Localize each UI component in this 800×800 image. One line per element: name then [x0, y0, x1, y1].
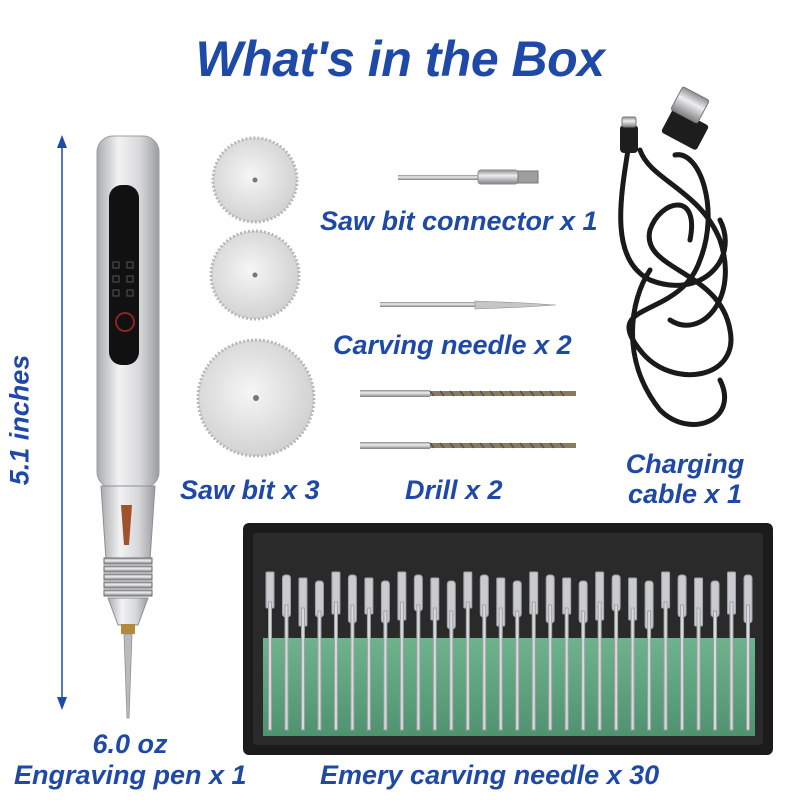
emery-needle-shaft [630, 607, 635, 731]
emery-needle-shaft [531, 601, 536, 731]
emery-needle-shaft [597, 601, 602, 731]
drill-bits [360, 390, 576, 449]
carving-needle [380, 300, 557, 310]
engraving-pen-label: Engraving pen x 1 [14, 760, 247, 790]
emery-needle-shaft [498, 607, 503, 731]
emery-needle-shaft [614, 604, 619, 731]
emery-needle-shaft [416, 604, 421, 731]
emery-needle-shaft [449, 610, 454, 731]
emery-needle-shaft [350, 604, 355, 731]
emery-needle-tray [243, 523, 773, 755]
saw-bit-connector-label: Saw bit connector x 1 [320, 206, 598, 236]
emery-needle-shaft [366, 607, 371, 731]
charging-cable-label: Charging cable x 1 [600, 449, 770, 509]
emery-needle-shaft [746, 604, 750, 731]
emery-needle-shaft [713, 610, 718, 731]
emery-needle-label: Emery carving needle x 30 [320, 760, 660, 790]
emery-needle-shaft [465, 601, 470, 731]
emery-needle-shaft [399, 601, 404, 731]
emery-needle-shaft [268, 601, 272, 731]
emery-needle-shaft [564, 607, 569, 731]
emery-needle-shaft [581, 610, 586, 731]
emery-needle-shaft [680, 604, 685, 731]
charging-cable-label-line1: Charging [625, 449, 745, 479]
emery-needle-shaft [317, 610, 322, 731]
emery-needle-shaft [729, 601, 734, 731]
saw-bit-label: Saw bit x 3 [180, 475, 320, 505]
charging-cable [618, 147, 734, 427]
usb-plugs [620, 86, 710, 153]
emery-needle-shaft [663, 601, 668, 731]
emery-needle-shaft [548, 604, 553, 731]
page-title: What's in the Box [195, 31, 605, 87]
emery-needle-shaft [515, 610, 520, 731]
drill-label: Drill x 2 [405, 475, 503, 505]
emery-needle-shaft [333, 601, 338, 731]
emery-needle-shaft [482, 604, 487, 731]
engraving-pen [96, 135, 160, 719]
emery-needle-shaft [300, 607, 305, 731]
emery-needle-shaft [383, 610, 388, 731]
length-label-wrapper: 5.1 inches [5, 289, 36, 486]
emery-needle-shaft [432, 607, 437, 731]
saw-bits [196, 136, 316, 458]
emery-needle-shaft [696, 607, 701, 731]
emery-needle-shaft [647, 610, 652, 731]
saw-bit-connector [398, 169, 539, 185]
emery-needle-shaft [284, 604, 289, 731]
weight-label: 6.0 oz [92, 729, 168, 759]
charging-cable-label-line2: cable x 1 [627, 478, 743, 509]
length-dimension-arrow [57, 135, 67, 710]
length-label: 5.1 inches [4, 354, 35, 486]
carving-needle-label: Carving needle x 2 [333, 330, 572, 360]
